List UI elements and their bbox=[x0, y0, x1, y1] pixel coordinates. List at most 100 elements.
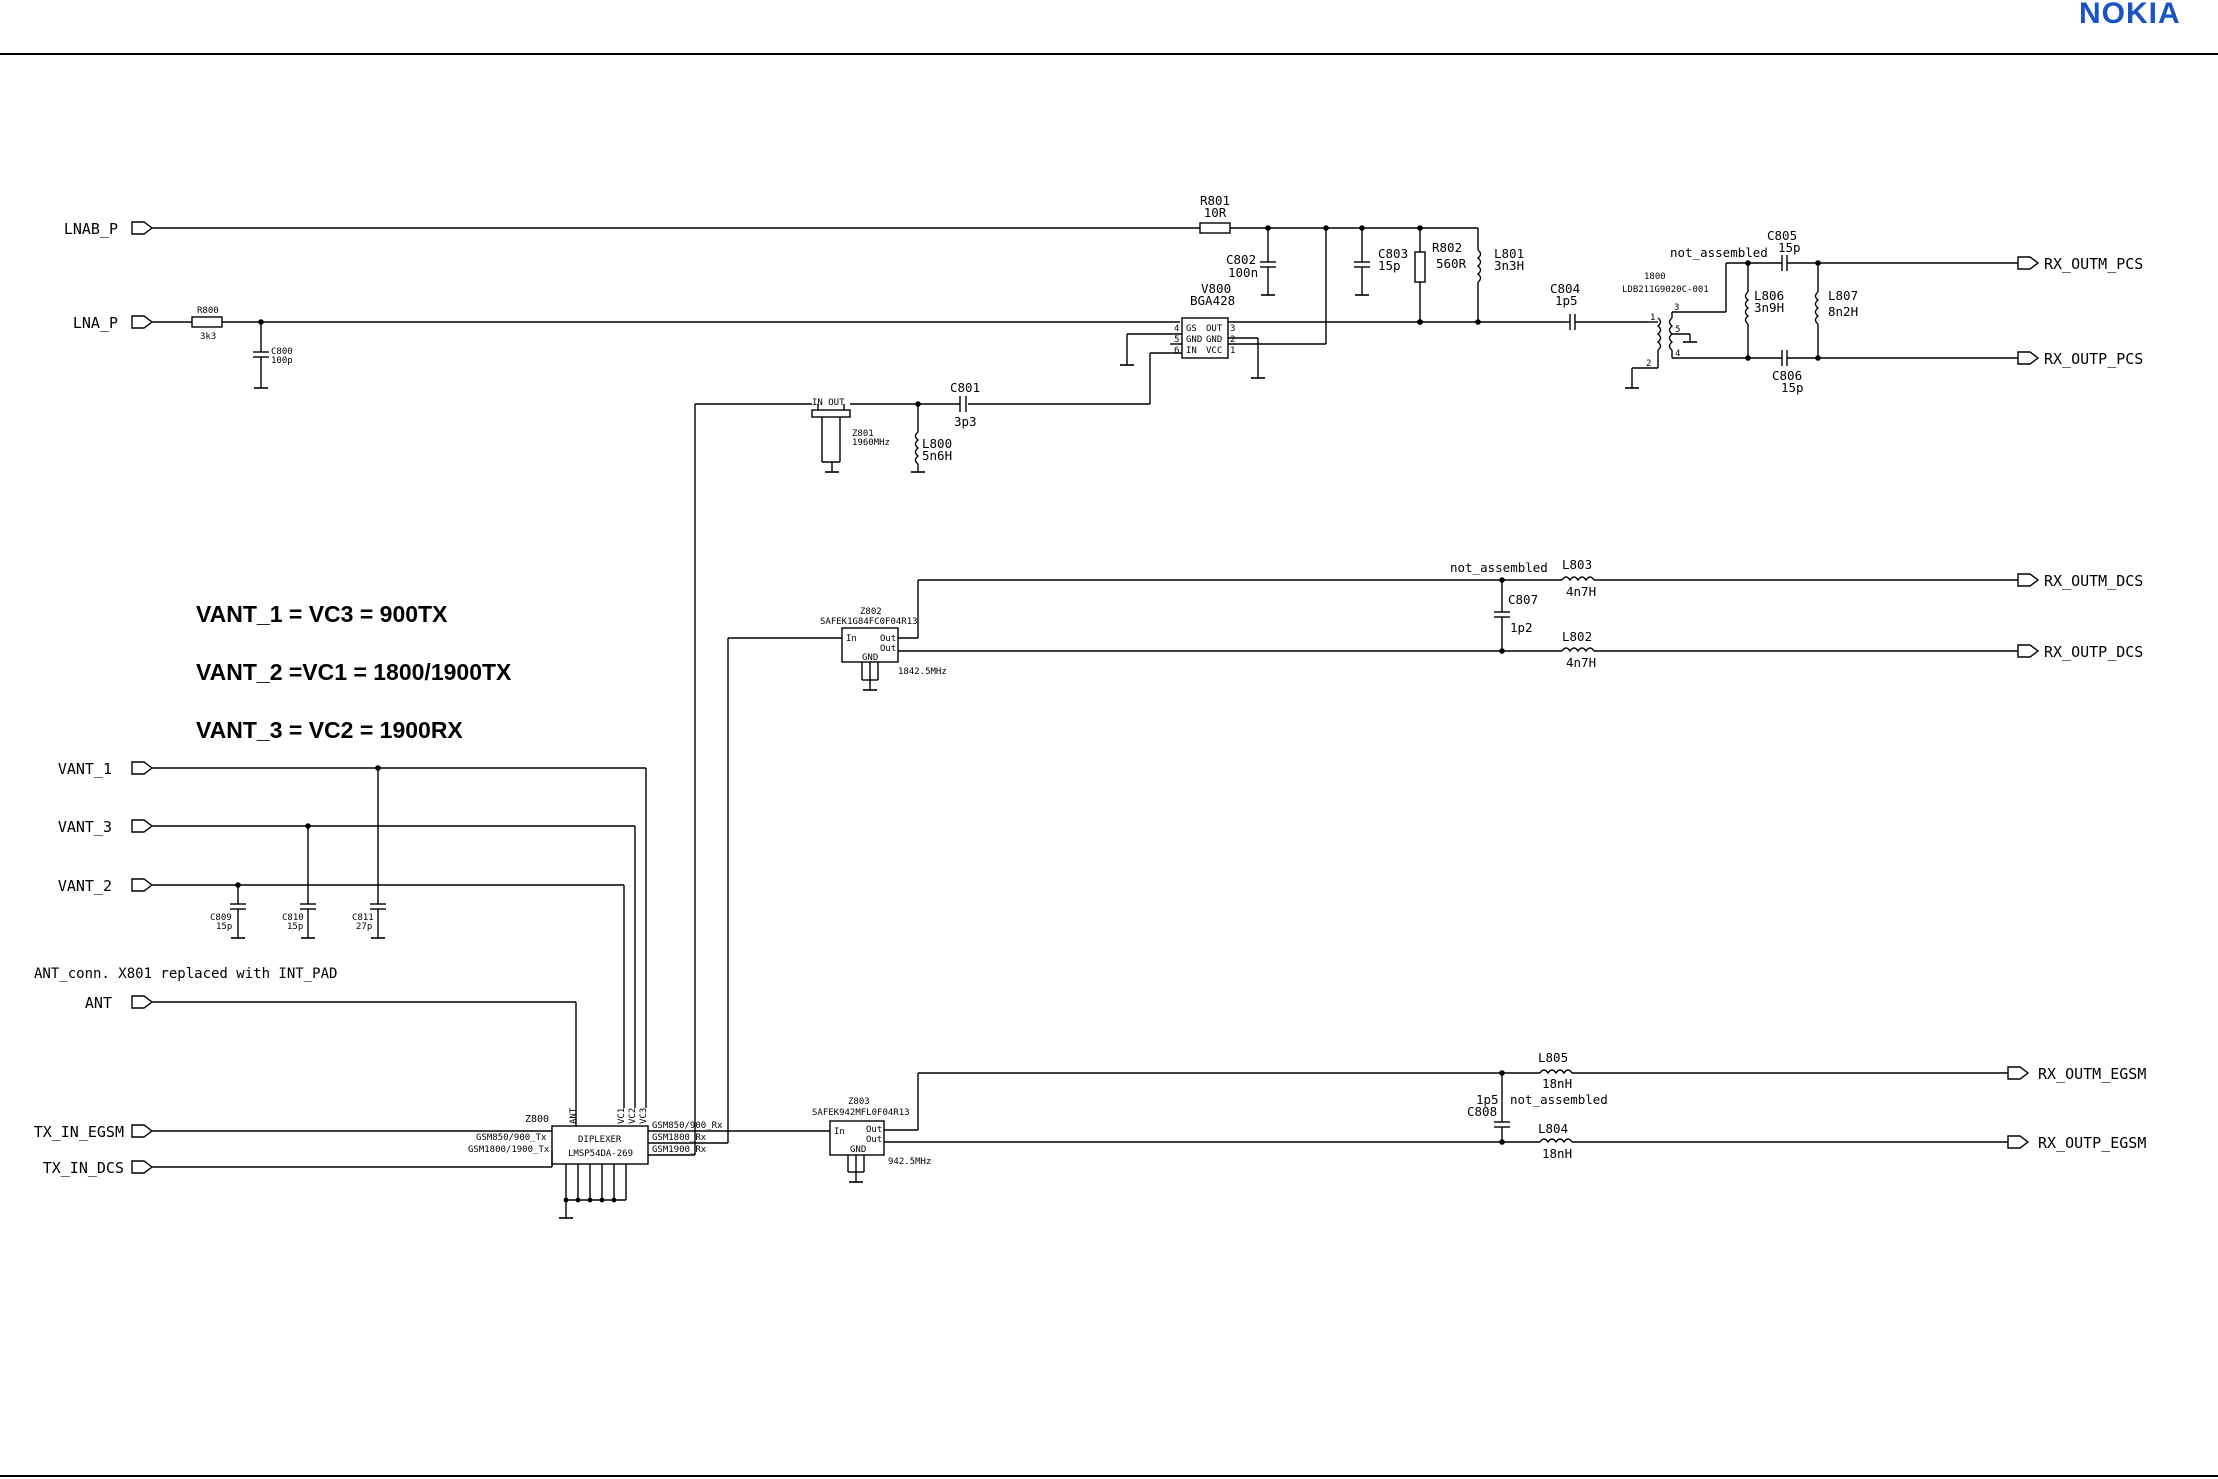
net-lna-p: R800 3k3 bbox=[152, 306, 1180, 342]
diplexer-z800: Z800 DIPLEXER LMSP54DA-269 GSM850/900_Tx… bbox=[468, 1107, 723, 1219]
svg-text:15p: 15p bbox=[287, 922, 303, 932]
svg-text:RX_OUTP_EGSM: RX_OUTP_EGSM bbox=[2038, 1134, 2146, 1152]
svg-text:560R: 560R bbox=[1436, 256, 1467, 271]
note-vant3: VANT_3 = VC2 = 1900RX bbox=[196, 717, 463, 743]
port-rx-outp-dcs: RX_OUTP_DCS bbox=[2017, 643, 2143, 661]
svg-text:1: 1 bbox=[1230, 346, 1235, 356]
svg-text:Z800: Z800 bbox=[525, 1114, 549, 1125]
svg-text:RX_OUTM_PCS: RX_OUTM_PCS bbox=[2044, 255, 2143, 273]
net-ant bbox=[152, 1001, 577, 1126]
svg-text:18nH: 18nH bbox=[1542, 1146, 1572, 1161]
svg-text:L803: L803 bbox=[1562, 557, 1592, 572]
svg-text:L804: L804 bbox=[1538, 1121, 1568, 1136]
svg-text:not_assembled: not_assembled bbox=[1510, 1092, 1608, 1107]
svg-text:R802: R802 bbox=[1432, 240, 1462, 255]
svg-text:DIPLEXER: DIPLEXER bbox=[578, 1135, 622, 1145]
svg-text:3n9H: 3n9H bbox=[1754, 300, 1784, 315]
svg-text:5: 5 bbox=[1174, 335, 1179, 345]
svg-text:C808: C808 bbox=[1467, 1104, 1497, 1119]
svg-text:RX_OUTM_DCS: RX_OUTM_DCS bbox=[2044, 572, 2143, 590]
svg-text:SAFEK1G84FC0F04R13: SAFEK1G84FC0F04R13 bbox=[820, 617, 918, 627]
svg-text:ANT: ANT bbox=[85, 994, 112, 1012]
inductor-l803: L803 4n7H bbox=[1561, 557, 1596, 599]
port-ant: ANT bbox=[85, 994, 154, 1012]
svg-text:RX_OUTP_PCS: RX_OUTP_PCS bbox=[2044, 350, 2143, 368]
svg-text:C810: C810 bbox=[282, 913, 304, 923]
port-rx-outp-egsm: RX_OUTP_EGSM bbox=[2007, 1134, 2146, 1152]
svg-text:RX_OUTP_DCS: RX_OUTP_DCS bbox=[2044, 643, 2143, 661]
svg-text:4n7H: 4n7H bbox=[1566, 584, 1596, 599]
capacitor-c803: C803 15p bbox=[1354, 228, 1408, 296]
saw-filter-z801: IN OUT Z801 1960MHz bbox=[811, 398, 890, 473]
svg-text:Z803: Z803 bbox=[848, 1097, 870, 1107]
svg-text:3n3H: 3n3H bbox=[1494, 258, 1524, 273]
svg-text:1960MHz: 1960MHz bbox=[852, 438, 890, 448]
svg-text:VANT_1: VANT_1 bbox=[58, 760, 112, 778]
svg-text:4: 4 bbox=[1675, 349, 1680, 359]
svg-text:Out: Out bbox=[880, 634, 896, 644]
svg-text:VANT_2: VANT_2 bbox=[58, 877, 112, 895]
svg-text:L807: L807 bbox=[1828, 288, 1858, 303]
svg-text:GSM850/900_Rx: GSM850/900_Rx bbox=[652, 1121, 723, 1131]
svg-text:C811: C811 bbox=[352, 913, 374, 923]
net-egsm-outp bbox=[884, 1139, 2008, 1145]
note-ant-connector: ANT_conn. X801 replaced with INT_PAD bbox=[34, 966, 337, 982]
capacitor-c808: 1p5 C808 not_assembled bbox=[1467, 1073, 1608, 1142]
svg-text:not_assembled: not_assembled bbox=[1450, 560, 1548, 575]
resistor-r802: R802 560R bbox=[1414, 228, 1467, 325]
svg-text:Out: Out bbox=[866, 1125, 882, 1135]
svg-text:VC2: VC2 bbox=[628, 1108, 638, 1124]
svg-text:L805: L805 bbox=[1538, 1050, 1568, 1065]
svg-text:In: In bbox=[846, 634, 857, 644]
svg-text:TX_IN_EGSM: TX_IN_EGSM bbox=[34, 1123, 124, 1141]
lna-v800: V800 BGA428 GS GND IN OUT GND VCC 4 5 6 … bbox=[1119, 281, 1566, 404]
svg-text:not_assembled: not_assembled bbox=[1670, 245, 1768, 260]
net-pcs-rx-in bbox=[695, 401, 1150, 407]
net-dcs-outp bbox=[898, 648, 2018, 654]
svg-text:1p2: 1p2 bbox=[1510, 620, 1533, 635]
svg-text:IN: IN bbox=[1186, 346, 1197, 356]
svg-text:VC3: VC3 bbox=[639, 1108, 649, 1124]
capacitor-c811: C811 27p bbox=[352, 903, 386, 939]
svg-text:1p5: 1p5 bbox=[1476, 1092, 1499, 1107]
capacitor-c805: C805 15p bbox=[1767, 228, 1801, 255]
capacitor-c810: C810 15p bbox=[282, 903, 316, 939]
svg-text:Z802: Z802 bbox=[860, 607, 882, 617]
capacitor-c809: C809 15p bbox=[210, 903, 246, 939]
svg-text:C803: C803 bbox=[1378, 246, 1408, 261]
svg-text:Out: Out bbox=[880, 644, 896, 654]
net-vant-3 bbox=[152, 823, 636, 1108]
svg-text:18nH: 18nH bbox=[1542, 1076, 1572, 1091]
svg-text:15p: 15p bbox=[1781, 380, 1804, 395]
inductor-l804: L804 18nH bbox=[1538, 1121, 1573, 1161]
svg-text:TX_IN_DCS: TX_IN_DCS bbox=[43, 1159, 124, 1177]
net-egsm-outm bbox=[884, 1070, 2008, 1131]
capacitor-c806: C806 15p bbox=[1772, 368, 1804, 395]
net-vant-1 bbox=[152, 765, 647, 1108]
svg-text:BGA428: BGA428 bbox=[1190, 293, 1235, 308]
svg-text:5: 5 bbox=[1675, 325, 1680, 335]
nokia-logo: NOKIA bbox=[2079, 0, 2181, 30]
svg-text:8n2H: 8n2H bbox=[1828, 304, 1858, 319]
svg-text:10R: 10R bbox=[1204, 205, 1227, 220]
svg-text:In: In bbox=[834, 1127, 845, 1137]
port-rx-outm-pcs: RX_OUTM_PCS bbox=[2017, 255, 2143, 273]
svg-text:C800: C800 bbox=[271, 347, 293, 357]
note-vant1: VANT_1 = VC3 = 900TX bbox=[196, 601, 448, 627]
svg-text:GSM1800/1900_Tx: GSM1800/1900_Tx bbox=[468, 1145, 550, 1155]
svg-text:GSM850/900_Tx: GSM850/900_Tx bbox=[476, 1133, 547, 1143]
svg-text:3p3: 3p3 bbox=[954, 414, 977, 429]
svg-text:R800: R800 bbox=[197, 306, 219, 316]
capacitor-c804: C804 1p5 bbox=[1550, 281, 1648, 330]
svg-text:Out: Out bbox=[866, 1135, 882, 1145]
net-diplexer-out-gsm1800 bbox=[648, 638, 729, 1144]
svg-text:L801: L801 bbox=[1494, 246, 1524, 261]
port-vant-2: VANT_2 bbox=[58, 877, 154, 895]
net-vant-2 bbox=[152, 882, 625, 1108]
svg-text:L800: L800 bbox=[922, 436, 952, 451]
port-rx-outm-dcs: RX_OUTM_DCS bbox=[2017, 572, 2143, 590]
svg-text:15p: 15p bbox=[1378, 258, 1401, 273]
balun-1800: 1800 LDB211G9020C-001 not_assembled 1 2 … bbox=[1622, 245, 1768, 389]
net-lnab bbox=[152, 225, 1479, 250]
